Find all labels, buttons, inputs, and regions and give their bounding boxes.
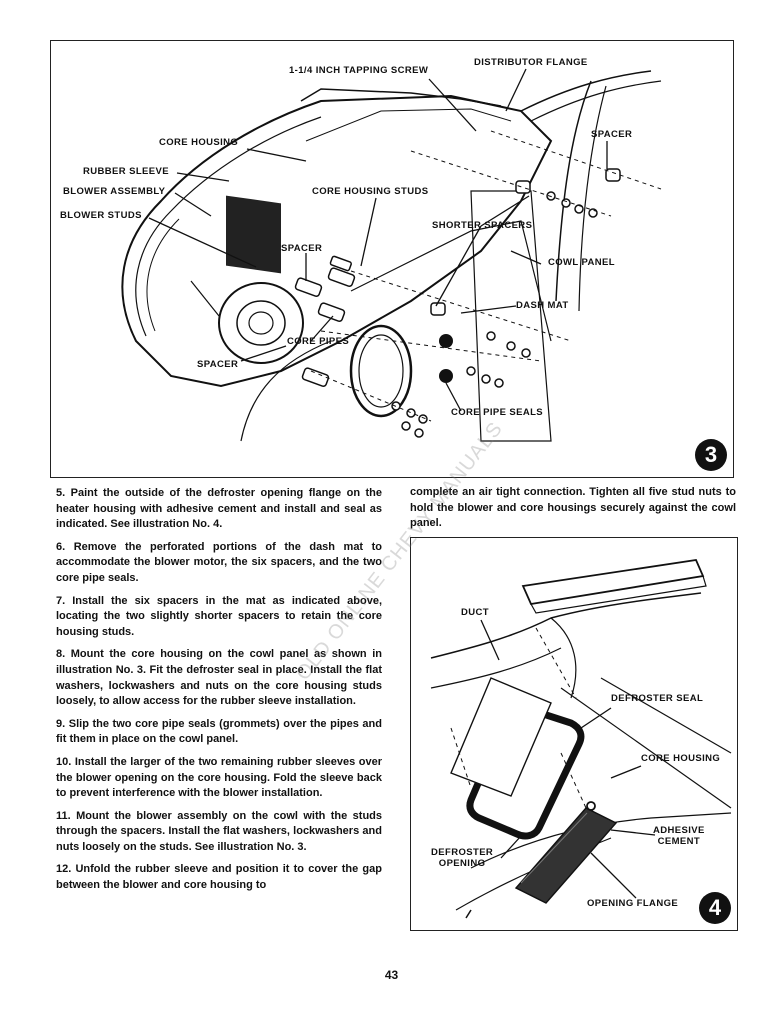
- right-text-column: complete an air tight connection. Tighte…: [410, 485, 736, 539]
- step-7: 7. Install the six spacers in the mat as…: [56, 594, 382, 638]
- step-9: 9. Slip the two core pipe seals (grommet…: [56, 717, 382, 746]
- step-12: 12. Unfold the rubber sleeve and positio…: [56, 863, 382, 892]
- step-10: 10. Install the larger of the two remain…: [56, 755, 382, 800]
- step-8: 8. Mount the core housing on the cowl pa…: [56, 648, 382, 708]
- step-5: 5. Paint the outside of the defroster op…: [56, 487, 382, 531]
- label-spacer-bottom: SPACER: [197, 359, 239, 370]
- label-spacer-middle: SPACER: [281, 243, 323, 254]
- label-core-pipes: CORE PIPES: [287, 336, 350, 347]
- label-core-housing-studs: CORE HOUSING STUDS: [312, 186, 429, 197]
- label-duct: DUCT: [461, 607, 489, 618]
- label-dash-mat: DASH MAT: [516, 300, 569, 311]
- label-distributor-flange: DISTRIBUTOR FLANGE: [474, 57, 588, 68]
- label-rubber-sleeve: RUBBER SLEEVE: [83, 166, 169, 177]
- figure-3-illustration: [121, 68, 662, 442]
- label-tapping-screw: 1-1/4 INCH TAPPING SCREW: [289, 65, 429, 76]
- page-number: 43: [384, 968, 399, 982]
- label-spacer-top: SPACER: [591, 129, 633, 140]
- label-opening: OPENING: [438, 857, 486, 869]
- figure-3: 1-1/4 INCH TAPPING SCREW DISTRIBUTOR FLA…: [50, 40, 734, 478]
- figure-4-number-badge: 4: [699, 892, 731, 924]
- label-defroster: DEFROSTER: [431, 847, 494, 858]
- label-shorter-spacers: SHORTER SPACERS: [432, 220, 533, 231]
- label-blower-studs: BLOWER STUDS: [60, 210, 142, 221]
- label-blower-assembly: BLOWER ASSEMBLY: [63, 186, 166, 197]
- label-cowl-panel: COWL PANEL: [548, 257, 615, 268]
- figure-4: DUCT DEFROSTER SEAL CORE HOUSING ADHESIV…: [410, 537, 738, 931]
- step-11: 11. Mount the blower assembly on the cow…: [56, 809, 382, 853]
- step-6: 6. Remove the perforated portions of the…: [56, 540, 382, 584]
- label-core-housing: CORE HOUSING: [159, 137, 239, 148]
- figure-3-number-badge: 3: [695, 439, 727, 471]
- label-defroster-opening: DEFROSTER OPENING: [431, 847, 494, 870]
- label-defroster-seal: DEFROSTER SEAL: [611, 693, 704, 704]
- label-opening-flange: OPENING FLANGE: [587, 898, 679, 909]
- label-adhesive: ADHESIVE: [653, 825, 705, 836]
- label-core-housing-fig4: CORE HOUSING: [641, 753, 721, 764]
- left-text-column: 5. Paint the outside of the defroster op…: [56, 486, 382, 901]
- label-cement: CEMENT: [657, 835, 701, 847]
- step-12-continued: complete an air tight connection. Tighte…: [410, 486, 736, 530]
- figure-4-illustration: [430, 559, 732, 919]
- label-adhesive-cement: ADHESIVE CEMENT: [653, 825, 705, 848]
- label-core-pipe-seals: CORE PIPE SEALS: [451, 407, 544, 418]
